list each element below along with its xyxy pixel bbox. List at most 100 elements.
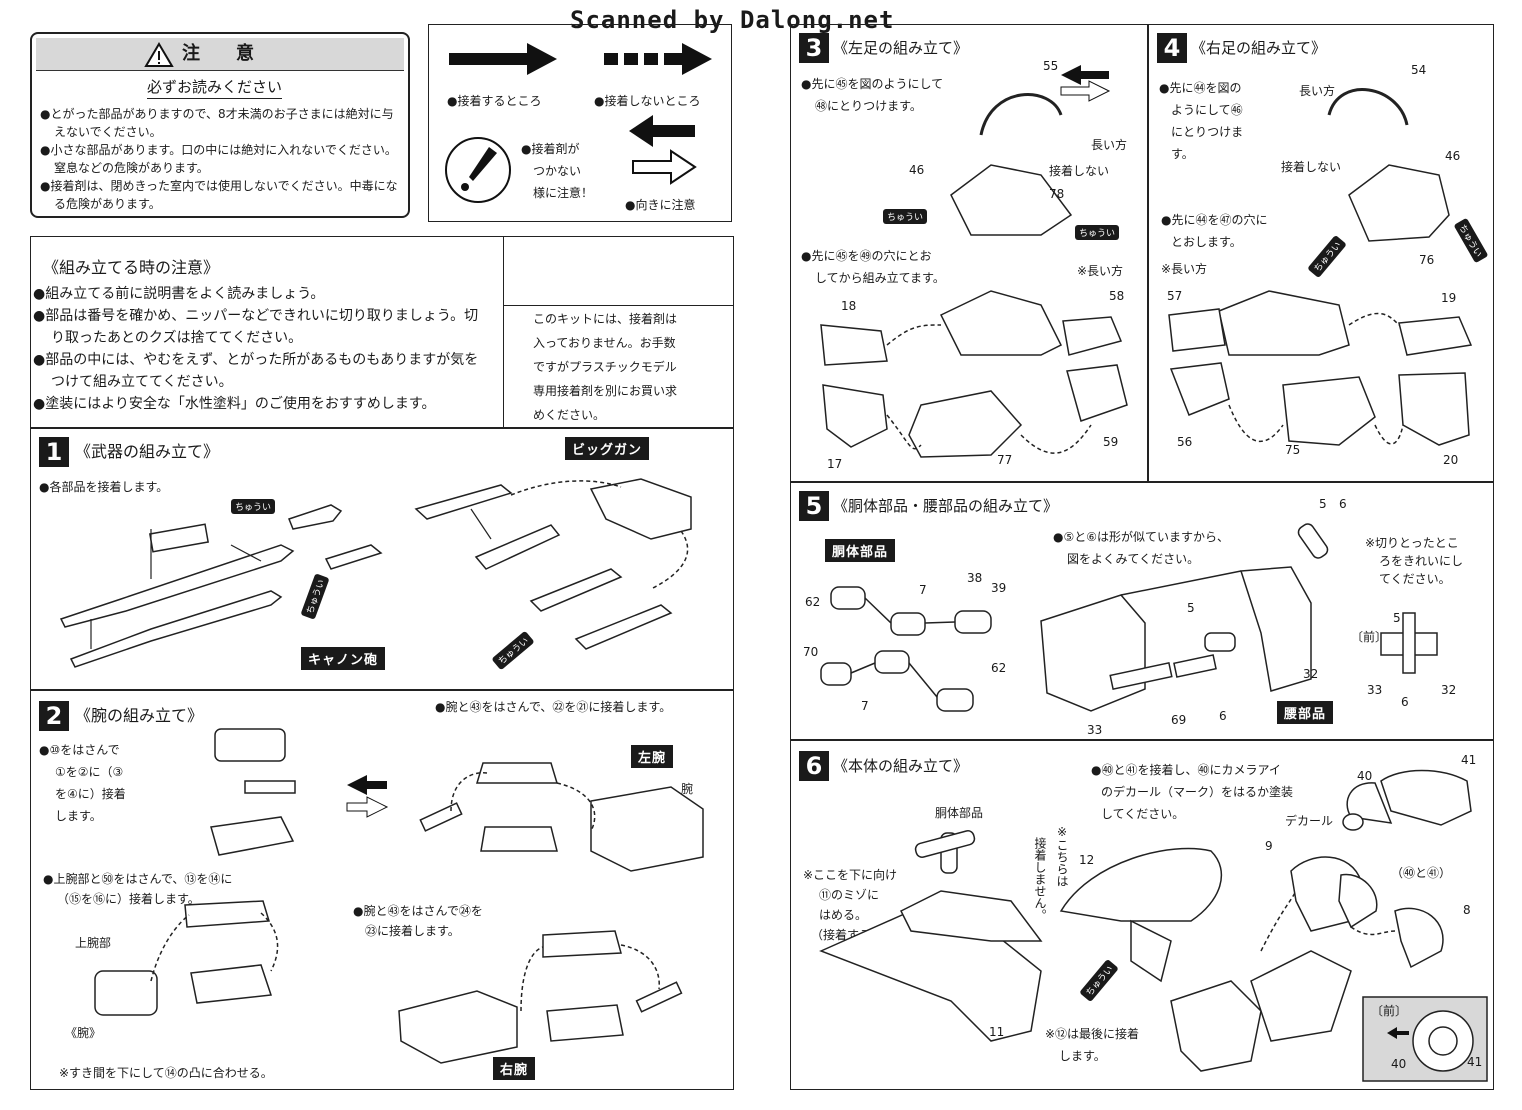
step3-n59: 59 — [1103, 435, 1119, 449]
caution-line-2: えないでください。 — [54, 125, 162, 139]
step6-number: 6 — [799, 751, 829, 781]
step4-note-a3: にとりつけま — [1171, 125, 1244, 139]
step2-number: 2 — [39, 701, 69, 731]
step5-n5b: 5 — [1319, 497, 1327, 511]
step3-note-b2: してから組み立てます。 — [815, 271, 945, 285]
step2-arm-label: 腕 — [681, 782, 694, 796]
step6-note-a1: ●㊵と㊶を接着し、㊵にカメラアイ — [1091, 763, 1281, 777]
kit-note-2: 入っておりません。お手数 — [533, 336, 676, 350]
step3-n78: 78 — [1049, 187, 1065, 201]
caution-line-3: ●小さな部品があります。口の中には絶対に入れないでください。 — [40, 143, 397, 157]
step5-n39: 39 — [991, 581, 1007, 595]
step2-note-a4: します。 — [55, 809, 102, 823]
step5-note-a1: ●⑤と⑥は形が似ていますから、 — [1053, 530, 1229, 544]
step5-n6b: 6 — [1219, 709, 1227, 723]
warning-icon — [144, 42, 174, 67]
notes-divider-h — [503, 305, 733, 306]
step5-n5c: 5 — [1393, 611, 1401, 625]
step3-n77: 77 — [997, 453, 1013, 467]
assembly-note-2: ●部品は番号を確かめ、ニッパーなどできれいに切り取りましょう。切 — [33, 308, 479, 324]
step2-note-c1: ●腕と㊸をはさんで㉔を — [353, 904, 483, 918]
glue-caution-icon — [445, 137, 511, 203]
step3-n18: 18 — [841, 299, 857, 313]
glue-arrow-icon — [449, 43, 557, 75]
step4-n56: 56 — [1177, 435, 1193, 449]
step2-label-right: 右腕 — [493, 1057, 536, 1080]
step5-n62b: 62 — [991, 661, 1007, 675]
step5-number: 5 — [799, 491, 829, 521]
kit-note-1: このキットには、接着剤は — [533, 312, 678, 326]
step3-long: 長い方 — [1091, 138, 1128, 152]
caution-header — [36, 38, 404, 71]
step4-note-a4: す。 — [1171, 147, 1194, 161]
step2-arm2-label: 《腕》 — [65, 1026, 102, 1040]
step6-torso: 胴体部品 — [935, 806, 984, 820]
step3-note-a2: ㊽にとりつけます。 — [815, 99, 922, 113]
step5-note-b2: ろをきれいにし — [1379, 554, 1464, 568]
step1-diagram — [59, 478, 692, 668]
step2-note-a1: ●⑩をはさんで — [39, 743, 120, 757]
step3-note-a1: ●先に㊺を図のようにして — [801, 77, 944, 91]
step5-n38: 38 — [967, 571, 983, 585]
step3-noglue: 接着しない — [1049, 164, 1110, 178]
step5-n70: 70 — [803, 645, 819, 659]
assembly-note-3: り取ったあとのクズは捨ててください。 — [51, 330, 303, 346]
step6-n41a: 41 — [1461, 753, 1477, 767]
step2-note-a3: を④に）接着 — [55, 787, 126, 801]
notes-divider — [503, 237, 504, 427]
step2-note-a2: ①を②に（③ — [55, 765, 124, 779]
step3-n17: 17 — [827, 457, 843, 471]
step6-title: 《本体の組み立て》 — [833, 757, 969, 775]
step4-n19: 19 — [1441, 291, 1457, 305]
kit-note-4: 専用接着剤を別にお買い求 — [533, 384, 678, 398]
step1-title: 《武器の組み立て》 — [75, 442, 220, 461]
step6-note-c2: 接着しません。 — [1033, 837, 1047, 921]
caution-title: 注 意 — [182, 43, 254, 64]
assembly-note-4: ●部品の中には、やむをえず、とがった所があるものもありますが気を — [33, 352, 479, 368]
step4-number: 4 — [1157, 33, 1187, 63]
step6-note-b2: ⑪のミゾに — [819, 888, 880, 902]
step5-n6a: 6 — [1339, 497, 1347, 511]
assembly-note-6: ●塗装にはより安全な「水性塗料」のご使用をおすすめします。 — [33, 396, 436, 412]
step3-tag-2: ちゅうい — [1075, 225, 1120, 240]
step2-panel: 2 《腕の組み立て》 ●腕と㊸をはさんで、㉒を㉑に接着します。 ●⑩をはさんで … — [30, 690, 734, 1090]
step6-n40b: 40 — [1391, 1057, 1407, 1071]
assembly-note-1: ●組み立てる前に説明書をよく読みましょう。 — [33, 286, 325, 302]
step4-long2: ※長い方 — [1161, 262, 1208, 276]
step4-panel: 4 《右足の組み立て》 ●先に㊹を図の ようにして㊻ にとりつけま す。 ●先に… — [1148, 24, 1494, 482]
legend-caution-2: つかない — [533, 164, 582, 178]
step5-n7a: 7 — [919, 583, 927, 597]
step4-n75: 75 — [1285, 443, 1301, 457]
step5-panel: 5 《胴体部品・腰部品の組み立て》 胴体部品 腰部品 ●⑤と⑥は形が似ていますか… — [790, 482, 1494, 740]
step6-decal: デカール — [1285, 814, 1334, 828]
step1-tag-1: ちゅうい — [231, 499, 276, 514]
legend-direction: ●向きに注意 — [625, 198, 696, 212]
step5-note-b1: ※切りとったとこ — [1365, 536, 1459, 550]
step3-number: 3 — [799, 33, 829, 63]
step2-note-top: ●腕と㊸をはさんで、㉒を㉑に接着します。 — [435, 700, 672, 714]
step5-n69: 69 — [1171, 713, 1187, 727]
step6-note-c1: ※こちらは — [1055, 825, 1069, 887]
step4-long: 長い方 — [1299, 84, 1336, 98]
step2-title: 《腕の組み立て》 — [75, 706, 204, 725]
step4-n54: 54 — [1411, 63, 1427, 77]
step4-note-b2: とおします。 — [1171, 235, 1242, 249]
step6-n8: 8 — [1463, 903, 1471, 917]
step6-diagram — [819, 769, 1488, 1082]
caution-line-4: 窒息などの危険があります。 — [54, 161, 209, 175]
step6-note-d2: します。 — [1059, 1049, 1106, 1063]
step4-note-a2: ようにして㊻ — [1171, 103, 1243, 117]
step5-n32b: 32 — [1441, 683, 1457, 697]
direction-arrows-icon — [629, 115, 697, 185]
step2-note-c2: ㉓に接着します。 — [365, 924, 460, 938]
step5-title: 《胴体部品・腰部品の組み立て》 — [833, 497, 1059, 515]
step5-front: 〔前〕 — [1351, 630, 1388, 644]
step1-label-biggun: ビッグガン — [565, 437, 650, 460]
step2-diagram — [94, 728, 704, 1064]
legend-box: ●接着するところ ●接着しないところ ●接着剤が つかない 様に注意！ ●向きに… — [428, 24, 732, 222]
step6-n40a: 40 — [1357, 769, 1373, 783]
step6-note-b3: はめる。 — [819, 908, 868, 922]
step6-n11: 11 — [989, 1025, 1005, 1039]
step5-note-a2: 図をよくみてください。 — [1067, 552, 1200, 566]
step4-n20: 20 — [1443, 453, 1459, 467]
